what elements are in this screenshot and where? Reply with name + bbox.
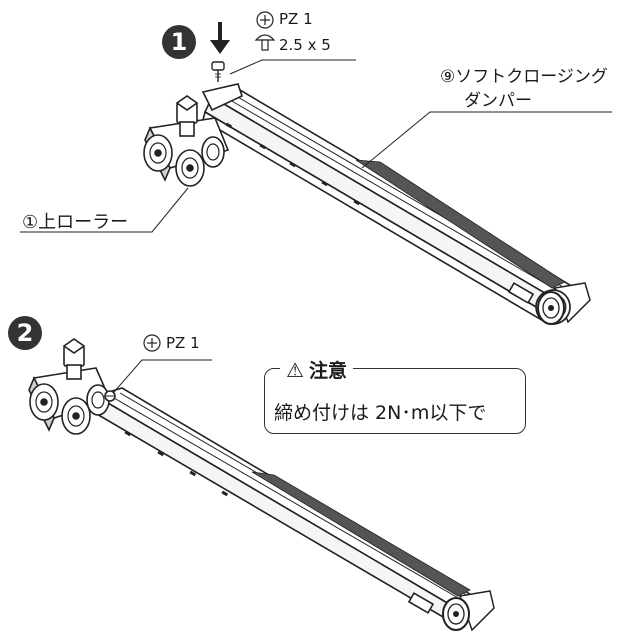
step2-end-wheel	[442, 590, 495, 632]
step-number-badge: 2	[8, 316, 42, 350]
phillips-head-icon	[143, 334, 161, 352]
pan-head-screw-icon	[254, 34, 276, 51]
caution-text: 締め付けは 2N･m以下で	[274, 402, 487, 424]
step1-screw	[211, 61, 225, 82]
caution-title-text: 注意	[308, 360, 347, 382]
caution-title: ⚠ 注意	[280, 356, 353, 383]
damper-label-line2: ダンパー	[464, 91, 532, 111]
warning-triangle-icon: ⚠	[286, 357, 304, 382]
down-arrow-icon	[210, 22, 230, 54]
step1-end-wheel	[532, 282, 591, 328]
step1-upper-roller	[143, 95, 230, 187]
step1-damper-rail	[201, 83, 577, 324]
step2-upper-roller	[28, 338, 116, 435]
step1-leaders	[20, 59, 612, 233]
damper-label-line1: ⑨ソフトクロージング	[440, 67, 608, 87]
screw-drive-label: PZ 1	[279, 10, 313, 28]
roller-label: ①上ローラー	[22, 212, 129, 233]
step-number-badge: 1	[162, 25, 196, 59]
step2-leaders	[113, 359, 212, 393]
phillips-head-icon	[256, 11, 274, 29]
screw-drive-label: PZ 1	[166, 334, 200, 352]
screw-size-label: 2.5 x 5	[279, 36, 331, 54]
